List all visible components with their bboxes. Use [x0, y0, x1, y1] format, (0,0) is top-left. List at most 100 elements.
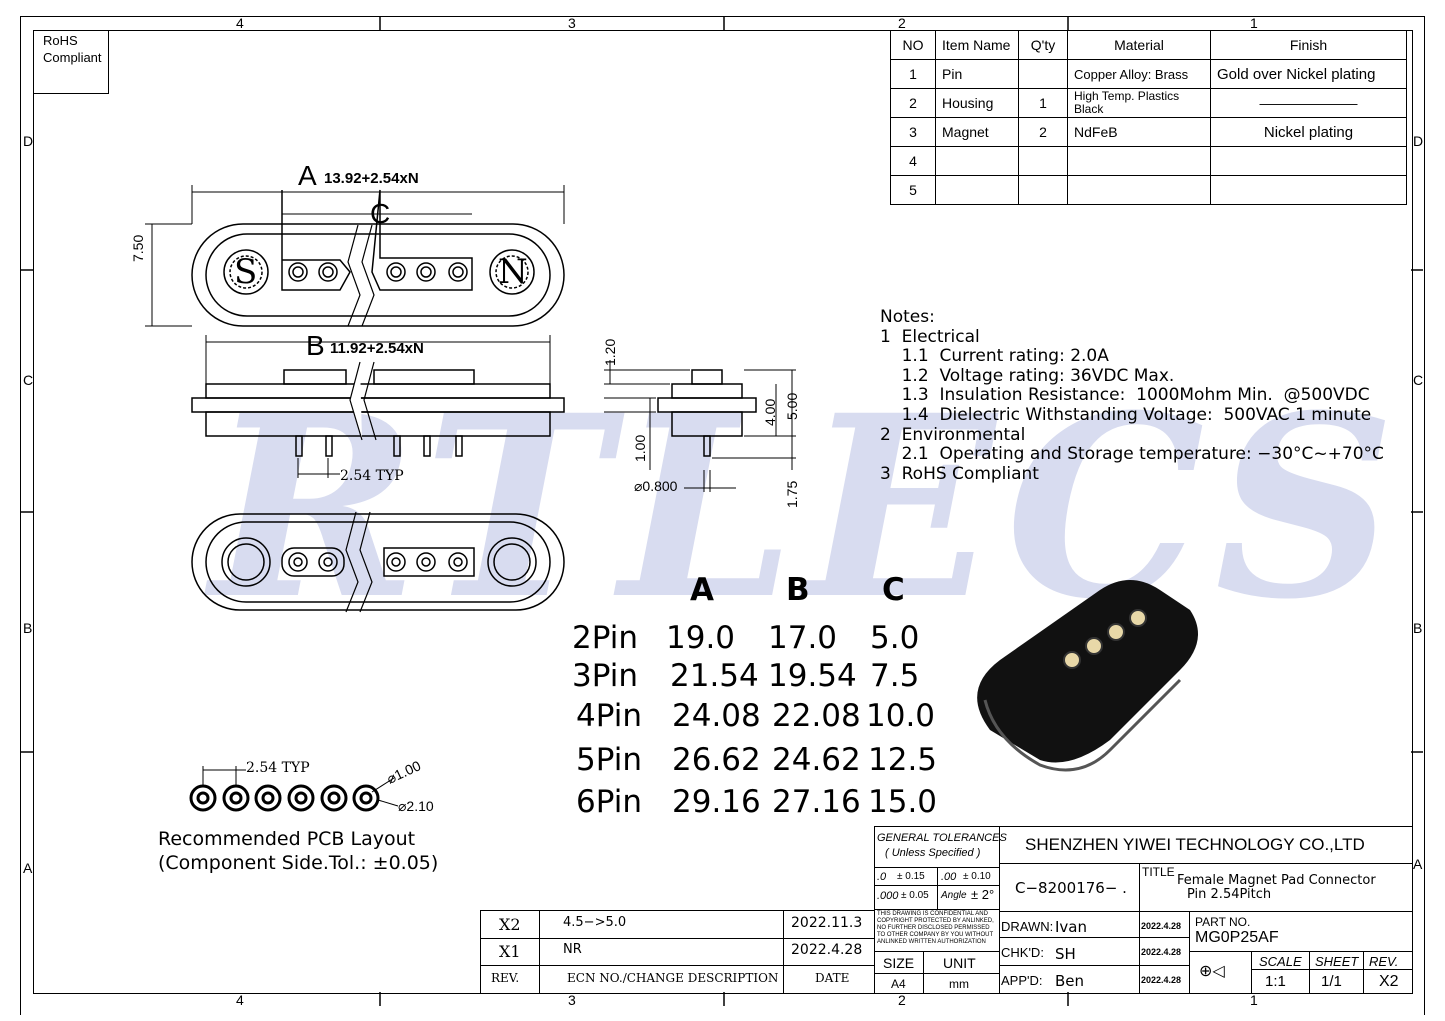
unit-value: mm: [949, 977, 969, 991]
drawn-name: Ivan: [1055, 918, 1087, 936]
tol-1c: .00: [941, 871, 957, 883]
zone-col-1-top: 1: [1250, 15, 1258, 31]
bom-header-qty: Q'ty: [1018, 30, 1068, 60]
magnet-s: S: [234, 252, 258, 292]
table-row: 4: [890, 146, 1407, 176]
notes-block: Notes: 1 Electrical 1.1 Current rating: …: [880, 307, 1384, 484]
note-line: 3 RoHS Compliant: [880, 463, 1039, 484]
chk-date: 2022.4.28: [1141, 947, 1182, 957]
zone-col-2-top: 2: [898, 15, 906, 31]
bom-finish: ———————: [1210, 88, 1407, 118]
tol-2c: Angle: [941, 890, 967, 901]
pin-table-pin: 4Pin: [576, 698, 642, 734]
app-label: APP'D:: [1001, 973, 1043, 988]
zone-row-b-left: B: [23, 620, 33, 636]
sheet-label: SHEET: [1315, 954, 1359, 969]
zone-row-b-right: B: [1413, 620, 1423, 636]
part-label: PART NO.: [1195, 915, 1251, 929]
pin-table-pin: 6Pin: [576, 784, 642, 820]
pcb-pitch: 2.54 TYP: [246, 760, 310, 776]
bom-item: [935, 146, 1019, 176]
pin-table-header-a: A: [690, 572, 714, 608]
bom-qty: [1018, 146, 1068, 176]
dim-a-label: A: [298, 160, 317, 191]
table-row: 2 Housing 1 High Temp. Plastics Black ——…: [890, 88, 1407, 118]
note-line: 2 Environmental: [880, 424, 1026, 445]
bom-header-material: Material: [1067, 30, 1211, 60]
size-value: A4: [891, 977, 906, 991]
rev-header-rev: REV.: [491, 971, 520, 985]
table-row: 3 Magnet 2 NdFeB Nickel plating: [890, 117, 1407, 147]
pcb-caption-1: Recommended PCB Layout: [158, 828, 416, 850]
zone-col-2-bottom: 2: [898, 992, 906, 1008]
zone-row-c-left: C: [23, 372, 34, 388]
rev-x2: X2: [499, 915, 521, 934]
tol-2d: ± 2°: [971, 887, 995, 902]
revision-block: X2 4.5−>5.0 2022.11.3 X1 NR 2022.4.28 RE…: [480, 910, 875, 993]
dim-a-value: 13.92+2.54xN: [324, 170, 419, 187]
side-dim-175: 1.75: [784, 480, 800, 508]
bom-item: Housing: [935, 88, 1019, 118]
doc-number: C−8200176− .: [1015, 879, 1127, 897]
pin-table-a: 24.08: [672, 698, 761, 734]
bom-table: NO Item Name Q'ty Material Finish 1 Pin …: [890, 30, 1407, 205]
bom-item: [935, 175, 1019, 205]
bom-header-item: Item Name: [935, 30, 1019, 60]
bom-header-finish: Finish: [1210, 30, 1407, 60]
bom-material: High Temp. Plastics Black: [1067, 88, 1211, 118]
zone-row-d-right: D: [1413, 133, 1424, 149]
magnet-n: N: [498, 252, 528, 292]
bom-qty: 2: [1018, 117, 1068, 147]
pin-table-header-c: C: [882, 572, 905, 608]
dim-b-label: B: [306, 330, 325, 361]
rev-header-date: DATE: [815, 971, 850, 985]
bom-qty: 1: [1018, 88, 1068, 118]
app-date: 2022.4.28: [1141, 975, 1182, 985]
pin-table-header-b: B: [786, 572, 810, 608]
bom-finish: [1210, 146, 1407, 176]
bom-material: NdFeB: [1067, 117, 1211, 147]
bom-finish: Nickel plating: [1210, 117, 1407, 147]
bom-qty: [1018, 59, 1068, 89]
pin-table-a: 19.0: [666, 620, 736, 656]
projection-icon: ⊕◁: [1199, 963, 1225, 980]
rev-x1: X1: [499, 942, 521, 961]
rohs-line1: RoHS: [43, 33, 78, 48]
bom-no: 5: [890, 175, 936, 205]
app-name: Ben: [1055, 972, 1085, 990]
zone-row-c-right: C: [1413, 372, 1424, 388]
bom-material: [1067, 175, 1211, 205]
bom-qty: [1018, 175, 1068, 205]
side-dim-400: 4.00: [762, 398, 778, 426]
pin-table-b: 24.62: [772, 742, 861, 778]
rev-value: X2: [1379, 973, 1399, 990]
rev-x1-date: 2022.4.28: [791, 942, 863, 958]
company-name: SHENZHEN YIWEI TECHNOLOGY CO.,LTD: [1025, 835, 1365, 854]
product-photo: [977, 580, 1198, 772]
note-line: Notes:: [880, 307, 935, 327]
bom-no: 3: [890, 117, 936, 147]
pin-table-b: 22.08: [772, 698, 861, 734]
zone-row-a-left: A: [23, 860, 33, 876]
zone-col-3-top: 3: [568, 15, 576, 31]
rev-label: REV.: [1369, 954, 1399, 969]
bom-no: 1: [890, 59, 936, 89]
unit-label: UNIT: [943, 955, 976, 971]
pin-diameter: ⌀0.800: [634, 478, 678, 494]
note-line: 1 Electrical: [880, 326, 980, 347]
pin-table-c: 7.5: [870, 658, 920, 694]
pin-table-pin: 3Pin: [572, 658, 638, 694]
scale-value: 1:1: [1265, 973, 1286, 990]
tol-title: GENERAL TOLERANCES: [877, 832, 1007, 844]
rohs-box: RoHS Compliant: [33, 30, 109, 94]
pin-table-c: 15.0: [868, 784, 938, 820]
dim-height: 7.50: [130, 234, 146, 262]
bom-item: Magnet: [935, 117, 1019, 147]
rev-x2-desc: 4.5−>5.0: [563, 915, 627, 930]
confidential-note: THIS DRAWING IS CONFIDENTIAL AND COPYRIG…: [877, 911, 994, 945]
bom-no: 2: [890, 88, 936, 118]
pin-table-pin: 5Pin: [576, 742, 642, 778]
bom-header-row: NO Item Name Q'ty Material Finish: [890, 30, 1407, 60]
note-line: 2.1 Operating and Storage temperature: −…: [880, 444, 1384, 465]
zone-col-4-bottom: 4: [236, 992, 244, 1008]
